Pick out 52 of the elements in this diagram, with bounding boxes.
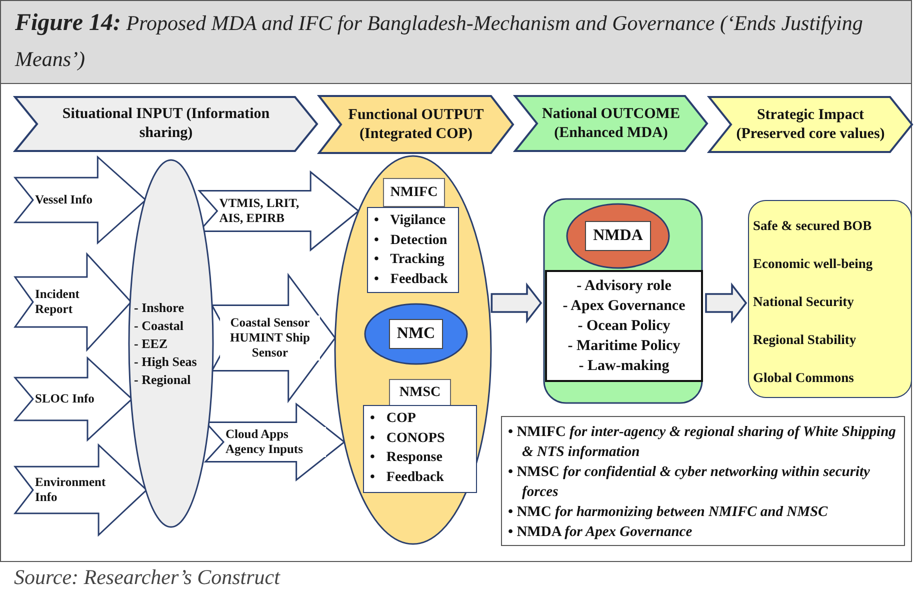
chevron-banner — [709, 97, 912, 152]
ellipse — [129, 160, 213, 527]
label-box: NMDA — [585, 221, 651, 251]
list-item: - Ocean Policy — [578, 317, 670, 336]
list-item: - Law-making — [578, 357, 670, 376]
list-item: - Coastal — [134, 316, 184, 334]
list-item: - Regional — [134, 370, 192, 388]
banner-text: Functional OUTPUT (Integrated COP) — [347, 106, 485, 144]
text-box — [545, 270, 703, 382]
chevron-banner — [515, 96, 707, 151]
list-item: Regional Stability — [753, 331, 858, 349]
list-item: Economic well-being — [753, 255, 874, 273]
bullet-list-box — [363, 405, 477, 493]
note-item: • NMC for harmonizing between NMIFC and NMSC — [508, 503, 828, 522]
list-item: • CONOPS — [370, 430, 445, 448]
banner-text: Situational INPUT (Information sharing) — [61, 105, 271, 143]
source-caption: Source: Researcher’s Construct — [14, 565, 280, 590]
edge-label: Coastal Sensor HUMINT Ship Sensor — [220, 316, 320, 360]
chevron-banner — [15, 97, 317, 151]
heading-tab: NMIFC — [383, 178, 445, 207]
ellipse — [364, 303, 468, 365]
rounded-box — [748, 200, 912, 398]
list-item: National Security — [753, 293, 855, 311]
list-item: • Tracking — [374, 251, 444, 269]
block-arrow — [705, 282, 748, 324]
list-item: • Detection — [374, 232, 448, 250]
banner-text: Strategic Impact (Preserved core values) — [735, 106, 886, 144]
list-item: • Feedback — [374, 270, 448, 288]
list-item: Global Commons — [753, 369, 855, 387]
rounded-panel — [543, 198, 703, 404]
note-item: • NMDA for Apex Governance — [508, 523, 692, 542]
label-box: NMC — [388, 319, 444, 349]
list-item: - Inshore — [134, 298, 185, 316]
banner-text: National OUTCOME (Enhanced MDA) — [541, 104, 681, 142]
ellipse — [566, 203, 670, 269]
list-item: - Apex Governance — [562, 297, 686, 316]
list-item: - High Seas — [134, 352, 198, 370]
list-item: - Advisory role — [576, 277, 672, 296]
list-item: • COP — [370, 410, 416, 428]
edge-label: Cloud Apps Agency Inputs — [226, 427, 326, 457]
list-item: • Feedback — [370, 468, 444, 486]
list-item: - EEZ — [134, 334, 169, 352]
bullet-list-box — [367, 207, 459, 293]
list-item: • Vigilance — [374, 212, 446, 230]
block-arrow — [490, 282, 542, 324]
note-box — [501, 416, 905, 546]
list-item: Safe & secured BOB — [753, 217, 873, 235]
chevron-banner — [319, 96, 513, 153]
list-item: - Maritime Policy — [568, 337, 680, 356]
list-item: • Response — [370, 449, 442, 467]
figure-title: Figure 14: Proposed MDA and IFC for Bangladesh-Mechanism and Governance (‘Ends Justifying Means’) — [15, 9, 864, 73]
heading-tab: NMSC — [389, 379, 451, 406]
